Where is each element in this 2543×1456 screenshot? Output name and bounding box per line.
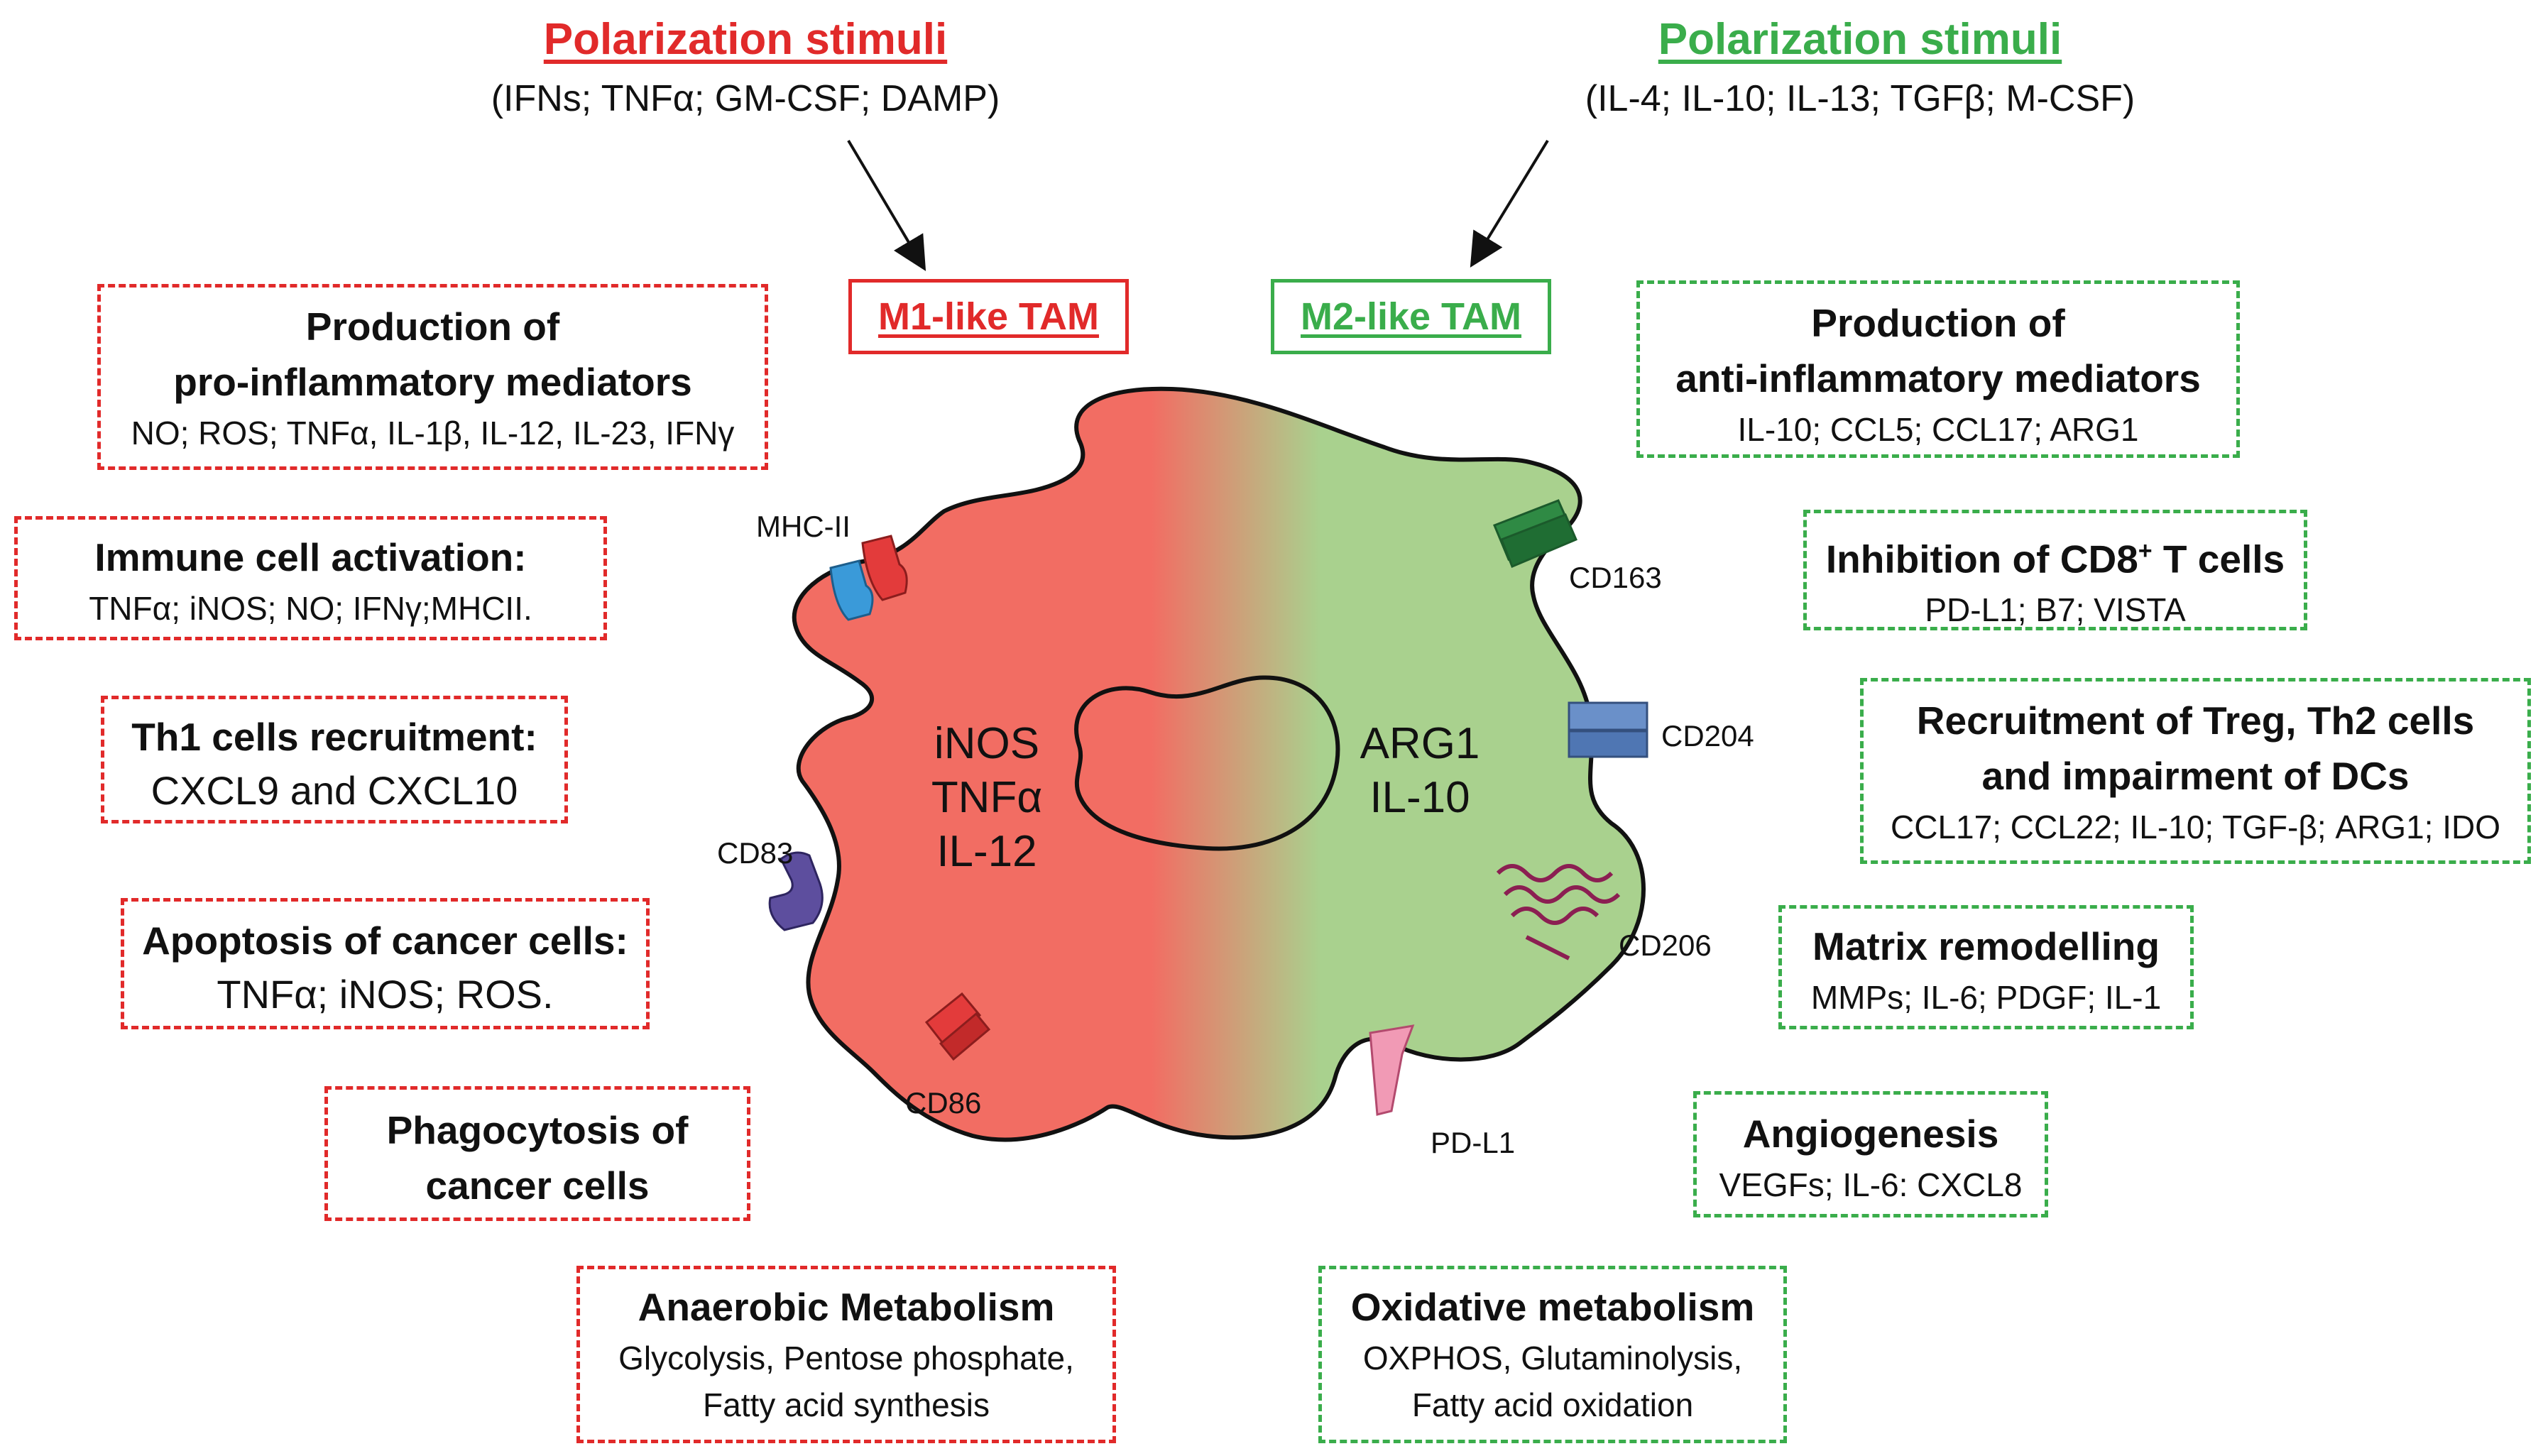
m2-box-title: Matrix remodelling <box>1812 924 2160 968</box>
m2-box-matrix-remodelling: Matrix remodelling MMPs; IL-6; PDGF; IL-… <box>1778 905 2194 1029</box>
m2-box-detail: IL-10; CCL5; CCL17; ARG1 <box>1737 411 2139 448</box>
m2-box-oxidative-metabolism: Oxidative metabolism OXPHOS, Glutaminoly… <box>1318 1266 1787 1443</box>
m1-stimuli-list: (IFNs; TNFα; GM-CSF; DAMP) <box>491 78 1000 119</box>
mhc2-receptor-icon <box>829 535 908 621</box>
m2-marker-il10: IL-10 <box>1369 773 1470 822</box>
m1-markers: iNOS TNFα IL-12 <box>895 717 1079 879</box>
m1-box-detail: TNFα; iNOS; NO; IFNγ;MHCII. <box>89 590 532 627</box>
m2-box-title: Angiogenesis <box>1742 1112 1999 1156</box>
m2-box-title: Production of anti-inflammatory mediator… <box>1675 301 2201 400</box>
m1-box-detail: Glycolysis, Pentose phosphate, Fatty aci… <box>618 1340 1074 1423</box>
m2-box-cd8-inhibition: Inhibition of CD8+ T cells PD-L1; B7; VI… <box>1803 510 2307 630</box>
mhc2-label: MHC-II <box>756 510 851 543</box>
m2-box-detail: MMPs; IL-6; PDGF; IL-1 <box>1810 979 2162 1016</box>
cd163-receptor-icon <box>1493 499 1577 568</box>
m2-box-treg-recruitment: Recruitment of Treg, Th2 cells and impai… <box>1860 678 2531 864</box>
m1-box-title: Immune cell activation: <box>94 535 527 579</box>
m2-box-title-pre: Inhibition of CD8 <box>1825 537 2138 581</box>
m2-marker-arg1: ARG1 <box>1360 719 1480 768</box>
m2-box-title: Inhibition of CD8+ T cells <box>1807 523 2304 586</box>
m1-marker-il12: IL-12 <box>936 827 1037 876</box>
m1-tam-label: M1-like TAM <box>848 279 1129 354</box>
m1-box-proinflammatory: Production of pro-inflammatory mediators… <box>97 284 768 470</box>
m1-box-apoptosis: Apoptosis of cancer cells: TNFα; iNOS; R… <box>121 898 650 1029</box>
m1-box-title: Anaerobic Metabolism <box>638 1285 1055 1329</box>
m1-marker-tnfa: TNFα <box>931 773 1043 822</box>
m2-box-detail: VEGFs; IL-6: CXCL8 <box>1719 1166 2023 1203</box>
cd206-label: CD206 <box>1619 929 1712 962</box>
m2-stimuli-title: Polarization stimuli <box>1658 15 2062 64</box>
m1-box-title: Production of pro-inflammatory mediators <box>173 305 692 404</box>
m1-box-title: Phagocytosis of cancer cells <box>386 1108 689 1208</box>
m2-stimuli-block: Polarization stimuli (IL-4; IL-10; IL-13… <box>1434 14 2286 120</box>
m2-stimulus-arrow <box>1470 139 1549 268</box>
m2-stimuli-list: (IL-4; IL-10; IL-13; TGFβ; M-CSF) <box>1585 78 2135 119</box>
cd86-receptor-icon <box>924 992 991 1061</box>
m2-box-title-post: T cells <box>2152 537 2285 581</box>
macrophage-cell-outline <box>792 386 1646 1142</box>
cd204-receptor-icon <box>1568 701 1648 758</box>
m1-box-detail: NO; ROS; TNFα, IL-1β, IL-12, IL-23, IFNγ <box>131 415 735 451</box>
m1-marker-inos: iNOS <box>934 719 1040 768</box>
m1-box-anaerobic-metabolism: Anaerobic Metabolism Glycolysis, Pentose… <box>576 1266 1116 1443</box>
m2-box-title: Recruitment of Treg, Th2 cells and impai… <box>1916 699 2475 798</box>
m1-box-title: Apoptosis of cancer cells: <box>142 919 628 963</box>
m1-box-th1-recruitment: Th1 cells recruitment: CXCL9 and CXCL10 <box>101 696 568 823</box>
m2-box-title-sup: + <box>2138 537 2153 564</box>
m1-box-detail: TNFα; iNOS; ROS. <box>217 972 554 1017</box>
m1-stimulus-arrow <box>847 139 926 271</box>
m2-box-detail: PD-L1; B7; VISTA <box>1925 591 2186 629</box>
m2-tam-label: M2-like TAM <box>1271 279 1551 354</box>
cd83-label: CD83 <box>717 836 794 870</box>
m2-box-title: Oxidative metabolism <box>1350 1285 1755 1329</box>
m1-box-detail: CXCL9 and CXCL10 <box>151 768 518 813</box>
cd163-label: CD163 <box>1569 561 1662 594</box>
cd204-label: CD204 <box>1661 719 1754 752</box>
m2-box-angiogenesis: Angiogenesis VEGFs; IL-6: CXCL8 <box>1693 1091 2048 1217</box>
m2-box-antiinflammatory: Production of anti-inflammatory mediator… <box>1636 280 2240 458</box>
pdl1-label: PD-L1 <box>1431 1126 1516 1159</box>
cd206-receptor-icon <box>1496 864 1621 960</box>
cell-nucleus <box>1074 675 1340 851</box>
cd86-label: CD86 <box>905 1086 982 1120</box>
m1-box-phagocytosis: Phagocytosis of cancer cells <box>324 1086 750 1221</box>
m1-stimuli-block: Polarization stimuli (IFNs; TNFα; GM-CSF… <box>355 14 1136 120</box>
m2-markers: ARG1 IL-10 <box>1335 717 1505 825</box>
m2-box-detail: OXPHOS, Glutaminolysis, Fatty acid oxida… <box>1362 1340 1743 1423</box>
cd83-receptor-icon <box>768 851 824 931</box>
pdl1-receptor-icon <box>1369 1024 1415 1116</box>
m1-box-immune-activation: Immune cell activation: TNFα; iNOS; NO; … <box>14 516 607 640</box>
m1-stimuli-title: Polarization stimuli <box>543 15 948 64</box>
m2-box-detail: CCL17; CCL22; IL-10; TGF-β; ARG1; IDO <box>1891 809 2500 845</box>
m1-box-title: Th1 cells recruitment: <box>131 715 537 759</box>
